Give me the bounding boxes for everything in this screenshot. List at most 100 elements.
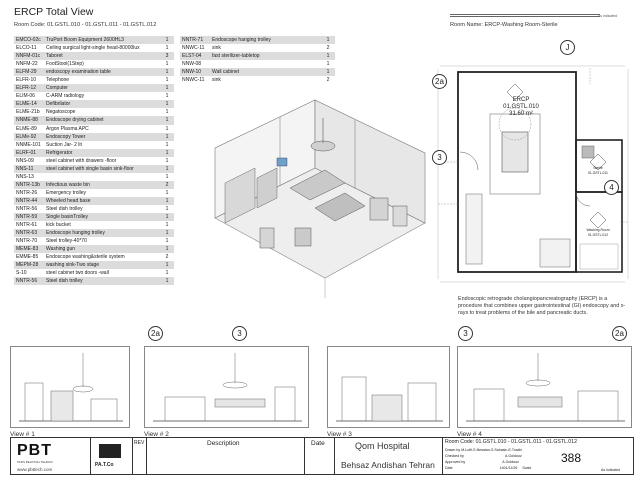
equipment-qty: 2: [160, 253, 174, 262]
title-block-partner-cell: PA.T.Co: [91, 438, 133, 474]
equipment-name: TruPort Boom Equipment 2600HL3: [44, 36, 160, 45]
equipment-code: MEME-83: [14, 245, 44, 254]
equipment-name: sink: [210, 76, 321, 85]
equipment-name: Washing gun: [44, 245, 160, 254]
equipment-qty: 1: [160, 213, 174, 222]
room-code-line: Room Code: 01.GSTL.010 - 01.GSTL.011 - 0…: [14, 22, 157, 28]
equipment-qty: 1: [321, 36, 335, 45]
equipment-code: NNME-88: [14, 116, 44, 125]
equipment-code: ELFM-29: [14, 68, 44, 77]
view-2-label: View # 2: [144, 431, 169, 438]
equipment-qty: 1: [160, 188, 174, 197]
equipment-qty: 1: [160, 132, 174, 141]
scale-label: Scale: [522, 466, 532, 470]
equipment-qty: 2: [321, 76, 335, 85]
plan-bubble-j: J: [560, 40, 575, 55]
scale-value: As indicated: [601, 468, 621, 472]
equipment-code: ELFR-10: [14, 76, 44, 85]
equipment-code: EMME-85: [14, 253, 44, 262]
equipment-name: Steel trolley-40*70: [44, 237, 160, 246]
plan-sterile-name: Sterile: [593, 166, 603, 170]
equipment-code: NNTR-13b: [14, 180, 44, 189]
equipment-qty: 2: [160, 180, 174, 189]
equipment-qty: 1: [321, 52, 335, 61]
equipment-qty: 1: [160, 221, 174, 230]
equipment-code: NNWC-11: [180, 44, 210, 53]
equipment-qty: 1: [160, 269, 174, 278]
equipment-qty: 1: [160, 172, 174, 181]
description-header: Description: [207, 440, 240, 447]
view-3-drawing: [336, 376, 443, 422]
equipment-name: Argon Plasma APC: [44, 124, 160, 133]
drawing-info-cell: Room Code: 01.GSTL.010 - 01.GSTL.011 - 0…: [443, 438, 635, 474]
view-3-label: View # 3: [327, 431, 352, 438]
equipment-qty: 1: [160, 36, 174, 45]
equipment-name: Computer: [44, 84, 160, 93]
equipment-qty: 1: [160, 100, 174, 109]
equipment-name: Defibrilator: [44, 100, 160, 109]
approved-by-label: Approved by: [445, 460, 466, 464]
equipment-name: steel cabinet with single basin sink-flo…: [44, 164, 160, 173]
equipment-name: Negatoscope: [44, 108, 160, 117]
equipment-qty: 1: [160, 237, 174, 246]
plan-bubble-4: 4: [604, 180, 619, 195]
equipment-code: NNS-11: [14, 164, 44, 173]
equipment-code: NNTR-61: [14, 221, 44, 230]
equipment-qty: 1: [160, 84, 174, 93]
equipment-code: NNTR-70: [14, 237, 44, 246]
floor-plan: [437, 65, 629, 283]
equipment-qty: 1: [160, 108, 174, 117]
plan-sterile-code: 01.GSTL.011: [588, 170, 608, 175]
equipment-qty: 1: [160, 124, 174, 133]
equipment-qty: 1: [160, 148, 174, 157]
equipment-qty: 1: [160, 60, 174, 69]
equipment-code: NNW-10: [180, 68, 210, 77]
isometric-room-view: [214, 99, 426, 298]
equipment-qty: 1: [160, 245, 174, 254]
equipment-code: ELCO-11: [14, 44, 44, 53]
plan-bubble-3: 3: [432, 150, 447, 165]
partner-logo-mark: [99, 444, 121, 458]
equipment-name: FootStool(1Step): [44, 60, 160, 69]
date-value: 1401/11/26: [499, 466, 518, 470]
equipment-code: NNTR-44: [14, 196, 44, 205]
plan-bubble-2a: 2a: [432, 74, 447, 89]
equipment-qty: 1: [160, 196, 174, 205]
title-block-room-code: Room Code: 01.GSTL.010 - 01.GSTL.011 - 0…: [445, 439, 577, 445]
equipment-name: Single basinTrolley: [44, 213, 160, 222]
equipment-name: Taboret: [44, 52, 160, 61]
equipment-name: Refrigerator: [44, 148, 160, 157]
equipment-qty: 2: [321, 44, 335, 53]
equipment-qty: 1: [160, 229, 174, 238]
plan-washing-label: Washing Room 01.GSTL.012: [578, 228, 618, 237]
equipment-name: Endoscope washing&sterile system: [44, 253, 160, 262]
equipment-name: fast sterilizer-tabletop: [210, 52, 321, 61]
equipment-code: NNS-13: [14, 172, 44, 181]
approved-by-value: A.Goldooz: [502, 460, 519, 464]
equipment-qty: 1: [160, 44, 174, 53]
equipment-code: NNTR-71: [180, 36, 210, 45]
equipment-code: ELMe-92: [14, 132, 44, 141]
equipment-qty: 3: [160, 52, 174, 61]
view-2-box: [144, 346, 309, 428]
project-cell: Qom Hospital Behsaz Andishan Tehran: [335, 438, 443, 474]
